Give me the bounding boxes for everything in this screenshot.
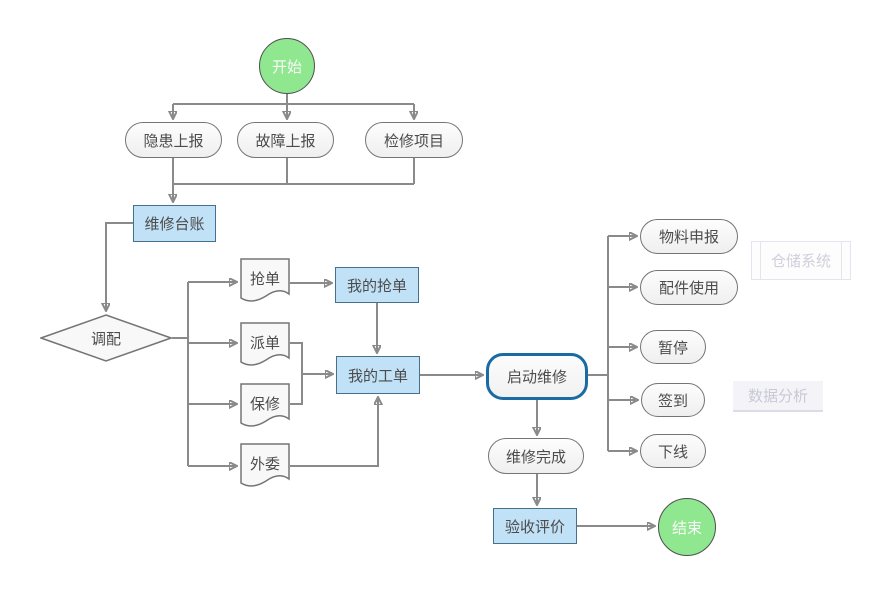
predefined-process-line [841,242,842,279]
assign-order-node[interactable]: 派单 [240,322,290,368]
dispatch-label: 调配 [90,329,121,348]
document-shape [240,443,290,487]
edges-assign-warranty-to-myorder [290,342,332,405]
grab-order-node[interactable]: 抢单 [240,258,290,304]
hazard-report-label: 隐患上报 [143,131,204,150]
repair-ledger-node[interactable]: 维修台账 [133,205,216,242]
diamond-shape [40,314,172,362]
fault-report-node[interactable]: 故障上报 [237,122,334,158]
start-repair-label: 启动维修 [506,368,567,386]
edges-reports-to-ledger [173,158,415,201]
edges-startrepair-to-actions [588,236,637,451]
edge-outsource-to-myorder [290,398,378,467]
dispatch-node[interactable]: 调配 [40,314,172,362]
offline-label: 下线 [657,442,688,461]
warehouse-system-annotation: 仓储系统 [751,241,851,280]
edges-dispatch-to-orders [172,282,236,466]
material-request-label: 物料申报 [658,228,719,246]
parts-usage-node[interactable]: 配件使用 [640,270,738,305]
end-node[interactable]: 结束 [658,498,716,556]
material-request-node[interactable]: 物料申报 [640,219,738,254]
data-analysis-label: 数据分析 [747,387,808,405]
predefined-process-line [760,242,761,279]
acceptance-review-label: 验收评价 [504,517,565,536]
warranty-node[interactable]: 保修 [240,383,290,429]
edge-ledger-to-dispatch [106,222,133,310]
repair-complete-label: 维修完成 [505,447,566,466]
outsource-node[interactable]: 外委 [240,443,290,489]
sign-in-node[interactable]: 签到 [641,383,705,417]
inspection-project-node[interactable]: 检修项目 [365,122,463,158]
warranty-label: 保修 [249,394,280,413]
fault-report-label: 故障上报 [255,131,316,150]
pause-node[interactable]: 暂停 [640,330,706,364]
repair-complete-node[interactable]: 维修完成 [488,438,584,474]
pause-label: 暂停 [657,338,688,357]
my-grab-order-node[interactable]: 我的抢单 [335,267,419,303]
my-work-order-node[interactable]: 我的工单 [336,356,420,394]
offline-node[interactable]: 下线 [640,434,706,468]
my-grab-order-label: 我的抢单 [346,276,407,295]
start-node[interactable]: 开始 [259,38,315,94]
start-repair-node[interactable]: 启动维修 [486,353,588,400]
document-shape [240,322,290,366]
outsource-label: 外委 [249,454,280,473]
inspection-project-label: 检修项目 [383,131,444,150]
edges-start-to-reports [173,94,414,118]
grab-order-label: 抢单 [249,269,280,288]
end-label: 结束 [671,518,702,537]
document-shape [240,383,290,427]
hazard-report-node[interactable]: 隐患上报 [125,122,222,158]
parts-usage-label: 配件使用 [658,279,719,297]
acceptance-review-node[interactable]: 验收评价 [493,508,577,544]
start-label: 开始 [271,57,302,76]
data-analysis-annotation: 数据分析 [733,381,823,412]
document-shape [240,258,290,302]
sign-in-label: 签到 [657,391,688,410]
my-work-order-label: 我的工单 [347,366,408,385]
assign-order-label: 派单 [249,333,280,352]
warehouse-system-label: 仓储系统 [770,252,831,270]
repair-ledger-label: 维修台账 [144,215,205,233]
